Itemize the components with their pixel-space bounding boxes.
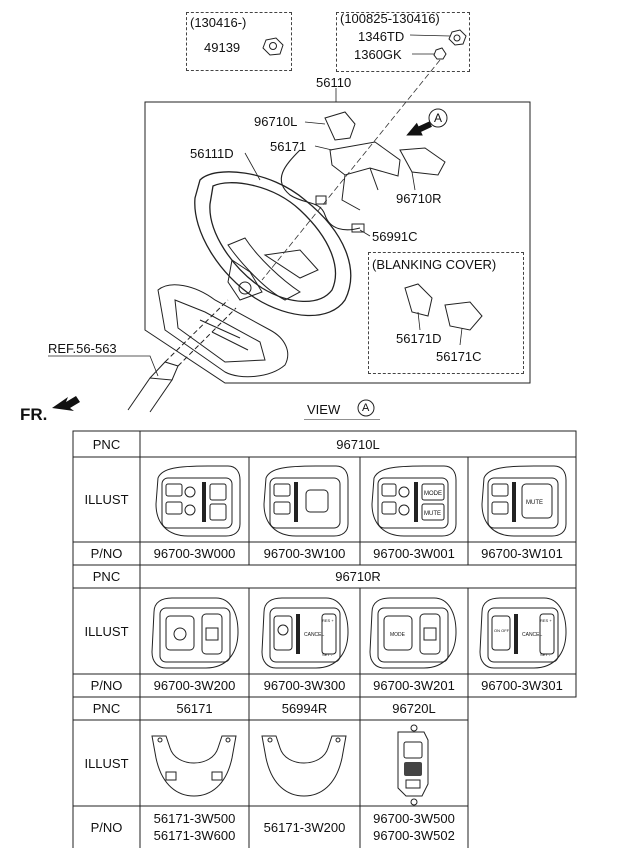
res-text-2: RES + <box>540 618 552 623</box>
label-part-1346td: 1346TD <box>358 29 405 44</box>
label-part-56110: 56110 <box>316 75 352 90</box>
row1-pno-3: 96700-3W001 <box>373 546 455 561</box>
label-front: FR. <box>20 405 48 424</box>
steering-wheel-hub <box>227 237 319 301</box>
mute-text: MUTE <box>424 511 441 517</box>
row3-pno-2a: 56171-3W200 <box>263 819 346 835</box>
row3-pnc-3: 96720L <box>392 701 436 716</box>
steering-lower-cover <box>157 284 289 378</box>
row2-pnc-label: PNC <box>92 569 121 584</box>
mute-text-2: MUTE <box>526 500 543 506</box>
blanking-cover-d <box>404 283 433 317</box>
label-date-b: (100825-130416) <box>340 11 440 26</box>
bracket-illustration-56994r <box>261 735 347 797</box>
row1-pnc-value: 96710L <box>336 436 380 452</box>
row1-pno-2: 96700-3W100 <box>263 546 346 561</box>
center-axis-line <box>261 59 441 281</box>
wiring-harness <box>280 149 361 231</box>
label-view-a-marker: A <box>434 111 443 125</box>
row3-pno-3b: 96700-3W502 <box>373 828 455 843</box>
row3-pnc-label: PNC <box>92 701 121 716</box>
cancel-text-2: CANCEL <box>522 632 543 638</box>
nut-parts <box>262 29 467 60</box>
steering-column <box>127 299 237 413</box>
switch-illustration-left-2 <box>263 465 349 537</box>
label-part-56991c: 56991C <box>372 229 418 244</box>
blanking-cover-box <box>368 252 524 374</box>
paddle-switch-illustration-96720l <box>397 724 429 806</box>
row1-pno-4: 96700-3W101 <box>481 546 563 561</box>
callout-box-a <box>186 12 292 71</box>
row3-pno-3a: 96700-3W500 <box>373 811 455 826</box>
row2-pno-4: 96700-3W301 <box>481 678 563 693</box>
on-off-text: ON OFF <box>494 628 510 633</box>
label-ref: REF.56-563 <box>48 341 117 356</box>
row3-pno-3: 96700-3W500 96700-3W502 <box>360 806 468 848</box>
view-title-letter: A <box>362 402 370 414</box>
switch-illustration-right-1 <box>151 597 239 669</box>
label-part-56171: 56171 <box>270 139 307 154</box>
view-title-circle <box>357 399 375 417</box>
switch-illustration-right-3: MODE <box>369 597 457 669</box>
switch-illustration-left-1 <box>155 465 241 537</box>
row3-pnc-2: 56994R <box>281 701 328 716</box>
row2-pno-2: 96700-3W300 <box>263 678 346 693</box>
row3-pno-2: 56171-3W200 <box>249 806 360 848</box>
callout-box-b <box>336 12 470 72</box>
row1-pno-label: P/NO <box>90 546 123 561</box>
label-part-49139: 49139 <box>204 40 241 55</box>
row3-pnc-1: 56171 <box>176 701 213 716</box>
label-part-56171d: 56171D <box>396 331 442 346</box>
row3-pno-1b: 56171-3W600 <box>153 828 236 843</box>
switch-illustration-left-4: MUTE <box>481 465 567 537</box>
row3-pno-1a: 56171-3W500 <box>153 811 236 826</box>
view-a-circle <box>428 108 448 128</box>
left-switch-part <box>324 111 356 141</box>
row2-pno-1: 96700-3W200 <box>153 678 236 693</box>
row2-pnc-value: 96710R <box>335 569 381 584</box>
front-arrow-icon <box>52 396 80 411</box>
row2-pno-3: 96700-3W201 <box>373 678 455 693</box>
switch-illustration-right-4: ON OFF CANCEL RES + SET - <box>479 597 567 669</box>
label-blanking-cover: (BLANKING COVER) <box>372 257 497 272</box>
label-part-1360gk: 1360GK <box>354 47 402 62</box>
label-part-56111d: 56111D <box>190 146 234 161</box>
cancel-text: CANCEL <box>304 632 325 638</box>
switch-illustration-left-3: MODE MUTE <box>371 465 457 537</box>
row1-pnc-label: PNC <box>92 436 121 452</box>
mode-text-2: MODE <box>390 632 406 638</box>
set-text: SET - <box>322 652 333 657</box>
view-title: VIEW <box>307 402 341 417</box>
row3-pno-1: 56171-3W500 56171-3W600 <box>140 806 249 848</box>
row3-pno-label: P/NO <box>90 819 123 835</box>
bracket-illustration-56171 <box>151 735 237 797</box>
row3-illust-label: ILLUST <box>84 755 129 771</box>
row2-illust-label: ILLUST <box>84 623 129 639</box>
blanking-cover-c <box>444 301 483 331</box>
set-text-2: SET - <box>540 652 551 657</box>
res-text: RES + <box>322 618 334 623</box>
label-part-96710l: 96710L <box>254 114 298 129</box>
switch-illustration-right-2: CANCEL RES + SET - <box>261 597 349 669</box>
label-part-96710r: 96710R <box>396 191 442 206</box>
view-a-arrow <box>406 121 432 136</box>
row1-pno-1: 96700-3W000 <box>153 546 236 561</box>
switch-bracket <box>329 141 401 211</box>
label-part-56171c: 56171C <box>436 349 482 364</box>
row2-pno-label: P/NO <box>90 678 123 693</box>
mode-text: MODE <box>424 491 442 497</box>
assembly-frame <box>144 101 531 384</box>
right-switch-part <box>399 147 446 176</box>
steering-wheel-exploded-diagram <box>48 29 531 420</box>
steering-wheel-rim <box>194 171 352 317</box>
row1-illust-label: ILLUST <box>84 492 129 507</box>
label-date-a: (130416-) <box>190 15 247 30</box>
leader-lines <box>48 34 463 377</box>
